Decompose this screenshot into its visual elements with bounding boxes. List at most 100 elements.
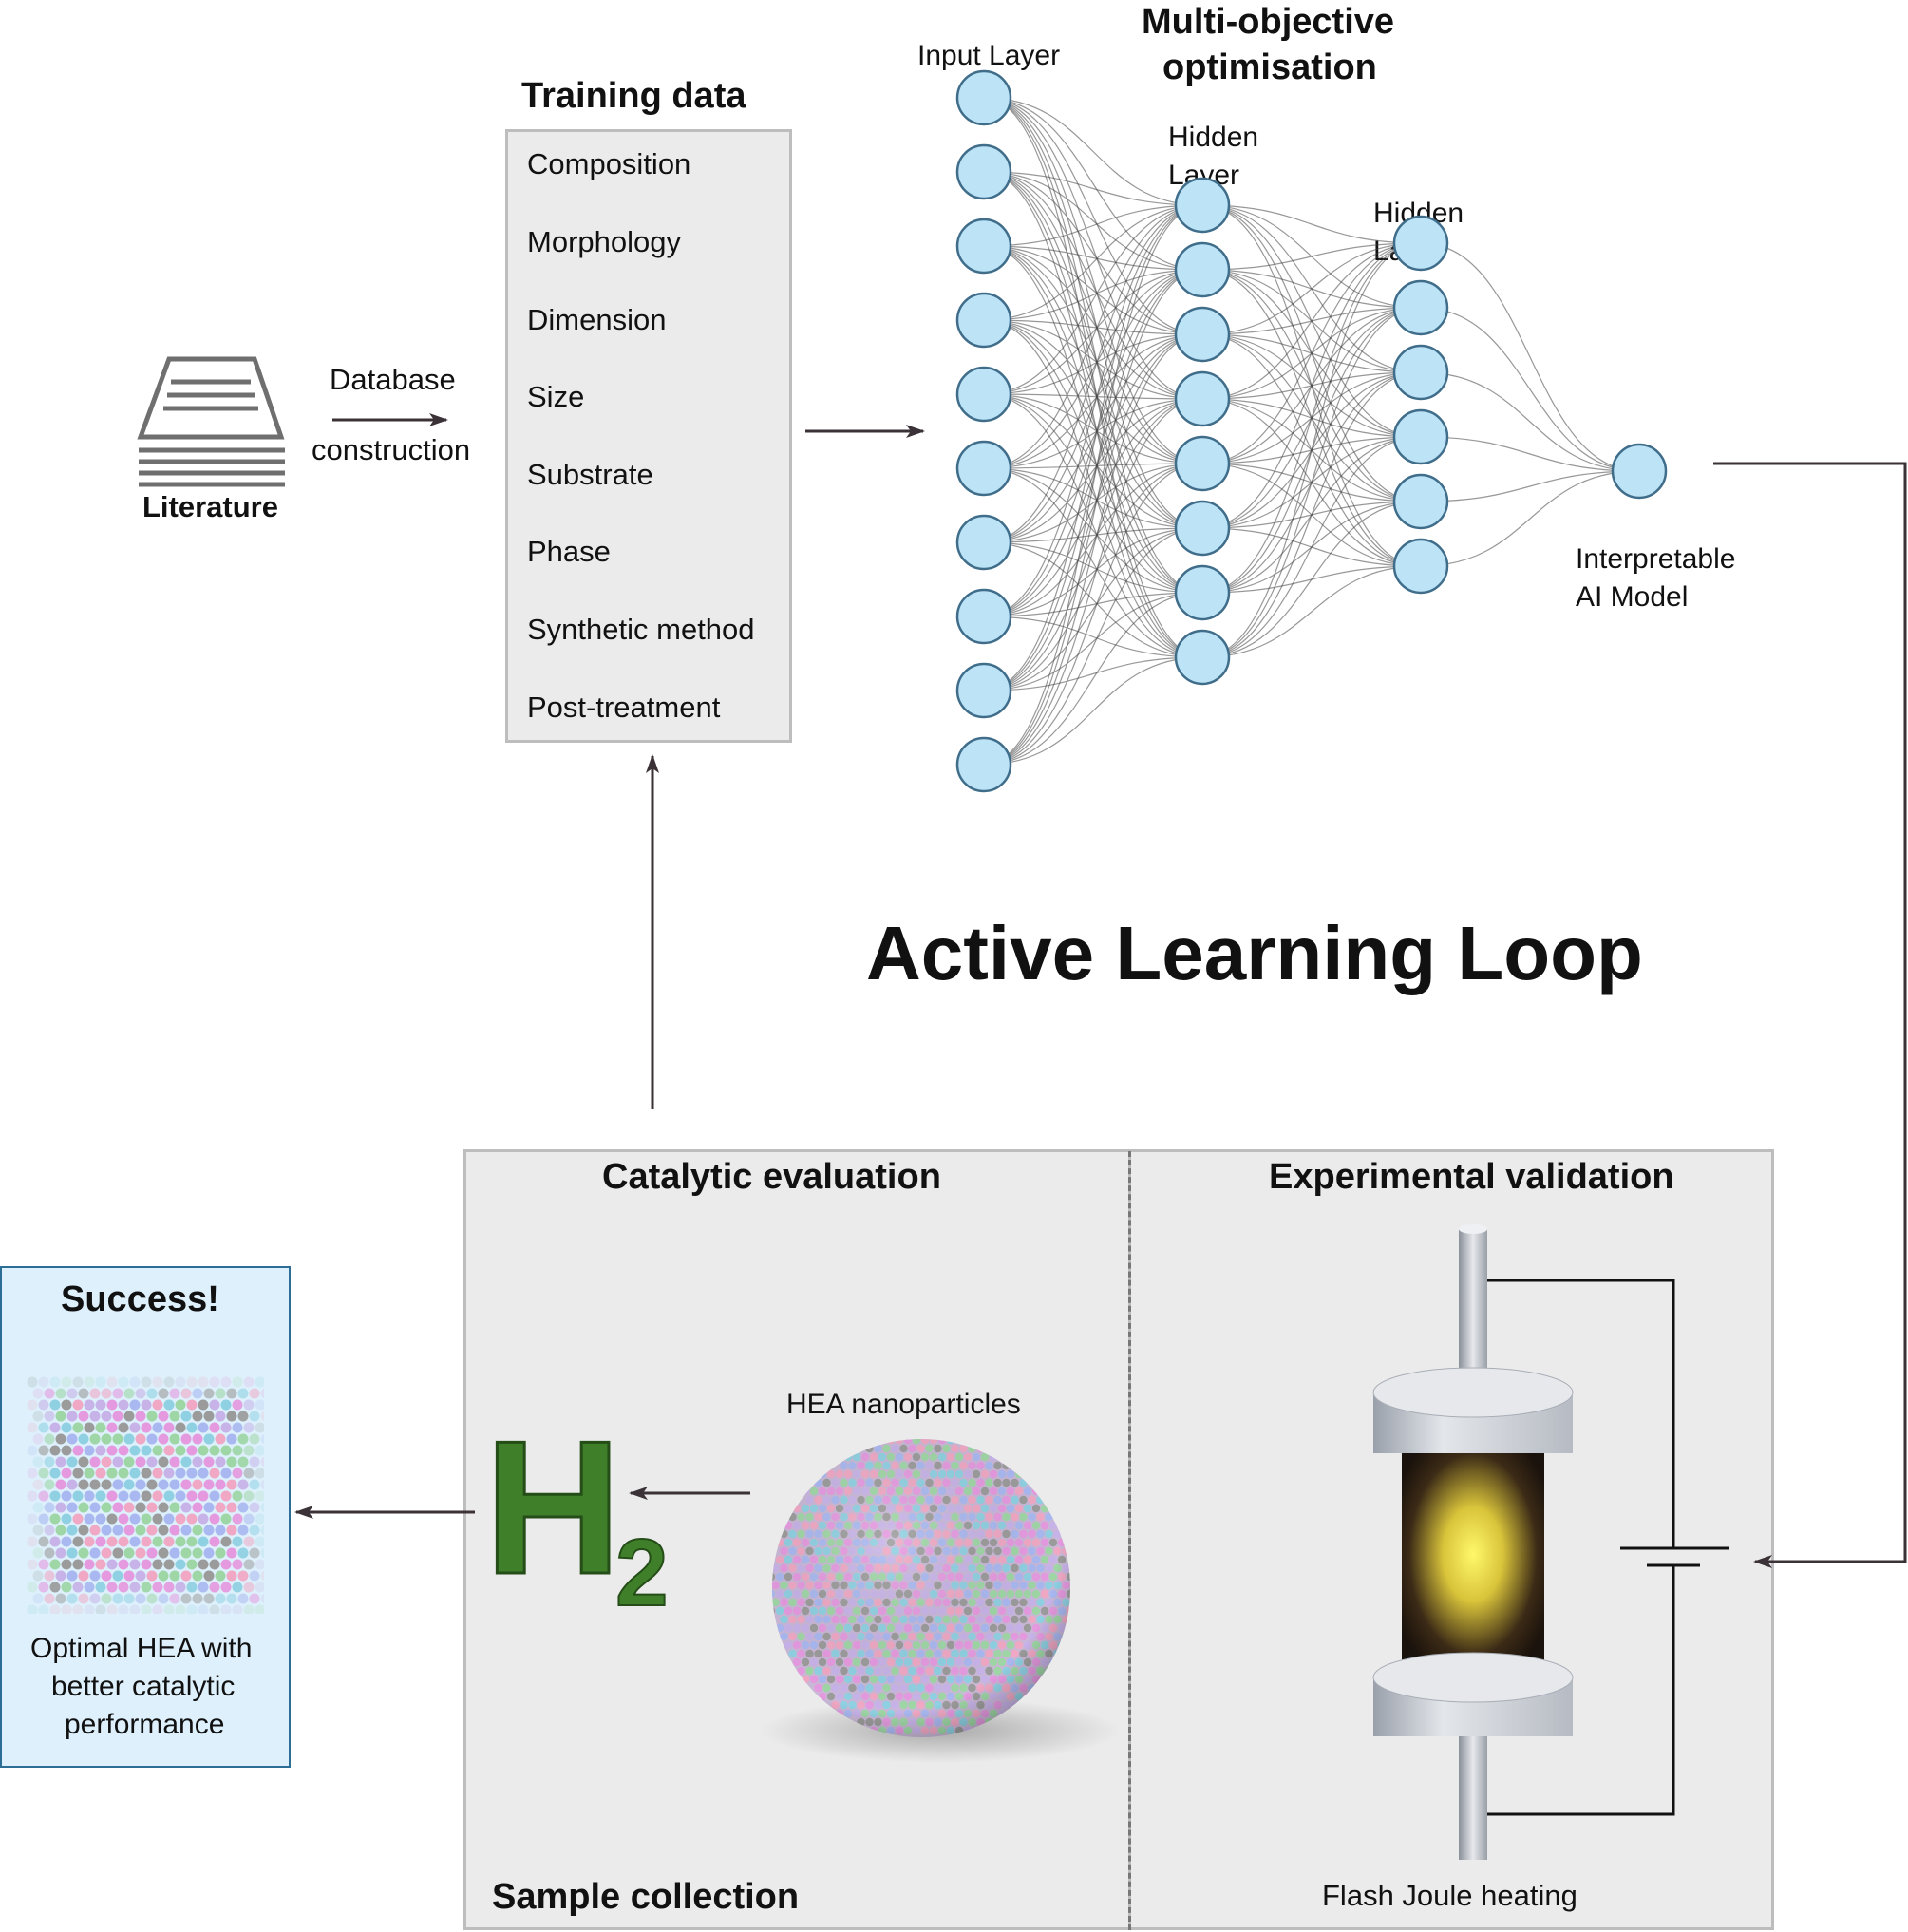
lattice-atom: [146, 1593, 158, 1604]
network-connection: [983, 398, 1203, 691]
lattice-atom: [61, 1445, 72, 1456]
lattice-atom: [220, 1445, 232, 1456]
lattice-atom: [209, 1422, 220, 1433]
lattice-atom: [66, 1411, 78, 1422]
lattice-atom: [198, 1399, 209, 1411]
lattice-atom: [55, 1547, 66, 1559]
lattice-atom: [186, 1445, 198, 1456]
lattice-atom: [220, 1490, 232, 1502]
network-connection: [1420, 371, 1640, 472]
lattice-atom: [255, 1582, 264, 1593]
lattice-atom: [163, 1376, 175, 1388]
network-node: [1392, 279, 1449, 336]
lattice-atom: [123, 1411, 135, 1422]
lattice-atom: [232, 1513, 243, 1525]
network-connection: [983, 245, 1203, 400]
lattice-atom: [55, 1570, 66, 1582]
lattice-atom: [209, 1399, 220, 1411]
lattice-atom: [49, 1422, 61, 1433]
lattice-atom: [123, 1570, 135, 1582]
lattice-atom: [89, 1570, 101, 1582]
lattice-atom: [84, 1445, 95, 1456]
lattice-atom: [237, 1570, 249, 1582]
lattice-atom: [123, 1547, 135, 1559]
network-title-line2: optimisation: [1162, 47, 1377, 87]
lattice-atom: [112, 1502, 123, 1513]
lattice-atom: [249, 1433, 260, 1445]
lattice-atom: [158, 1525, 169, 1536]
lattice-atom: [163, 1604, 175, 1614]
lattice-atom: [118, 1376, 129, 1388]
network-connection: [983, 527, 1203, 543]
nanoparticle-atom: [1045, 1495, 1053, 1505]
lattice-atom: [180, 1593, 192, 1604]
lattice-atom: [49, 1536, 61, 1547]
lattice-atom: [226, 1547, 237, 1559]
lattice-atom: [232, 1536, 243, 1547]
lattice-atom: [38, 1536, 49, 1547]
lattice-atom: [101, 1593, 112, 1604]
lattice-atom: [129, 1468, 141, 1479]
lattice-atom: [163, 1559, 175, 1570]
network-connection: [983, 204, 1203, 617]
lattice-atom: [186, 1604, 198, 1614]
lattice-atom: [175, 1399, 186, 1411]
network-connection: [983, 333, 1203, 691]
lattice-atom: [255, 1399, 264, 1411]
lattice-atom: [203, 1388, 215, 1399]
lattice-atom: [209, 1513, 220, 1525]
lattice-atom: [175, 1445, 186, 1456]
network-connections: [983, 97, 1640, 766]
network-node: [955, 218, 1012, 275]
lattice-atom: [237, 1547, 249, 1559]
lattice-atom: [112, 1525, 123, 1536]
network-connection: [983, 463, 1203, 766]
lattice-atom: [72, 1604, 84, 1614]
lattice-atom: [61, 1422, 72, 1433]
network-node: [955, 366, 1012, 423]
network-connection: [983, 245, 1203, 529]
lattice-atom: [78, 1593, 89, 1604]
training-item: Substrate: [527, 458, 653, 491]
database-label-line1: Database: [330, 363, 456, 396]
lattice-atom: [203, 1433, 215, 1445]
network-connection: [983, 393, 1203, 658]
lattice-atom: [106, 1376, 118, 1388]
network-connection: [1420, 470, 1640, 502]
lattice-atom: [192, 1570, 203, 1582]
network-connection: [1201, 242, 1422, 271]
lattice-atom: [112, 1456, 123, 1468]
lattice-atom: [198, 1468, 209, 1479]
lattice-atom: [203, 1456, 215, 1468]
lattice-atom: [215, 1502, 226, 1513]
lattice-atom: [123, 1388, 135, 1399]
lattice-atom: [49, 1445, 61, 1456]
lattice-atom: [232, 1399, 243, 1411]
network-connection: [983, 398, 1203, 543]
nanoparticle-atom: [1070, 1582, 1078, 1589]
lattice-atom: [146, 1502, 158, 1513]
lattice-atom: [55, 1388, 66, 1399]
success-title: Success!: [61, 1279, 219, 1319]
lattice-atom: [180, 1388, 192, 1399]
network-connection: [1201, 242, 1422, 594]
lattice-atom: [141, 1582, 152, 1593]
network-node: [1611, 443, 1668, 500]
lattice-atom: [215, 1593, 226, 1604]
lattice-atom: [44, 1411, 55, 1422]
lattice-atom: [215, 1479, 226, 1490]
lattice-atom: [55, 1433, 66, 1445]
lattice-atom: [72, 1399, 84, 1411]
lattice-atom: [152, 1422, 163, 1433]
lattice-atom: [243, 1376, 255, 1388]
lattice-atom: [163, 1490, 175, 1502]
nanoparticle-atom: [1070, 1599, 1078, 1606]
lattice-atom: [84, 1604, 95, 1614]
lattice-atom: [66, 1502, 78, 1513]
lattice-atom: [66, 1433, 78, 1445]
lattice-atom: [78, 1502, 89, 1513]
svg-text:H: H: [484, 1402, 621, 1614]
lattice-atom: [232, 1422, 243, 1433]
lattice-atom: [106, 1399, 118, 1411]
lattice-atom: [135, 1479, 146, 1490]
